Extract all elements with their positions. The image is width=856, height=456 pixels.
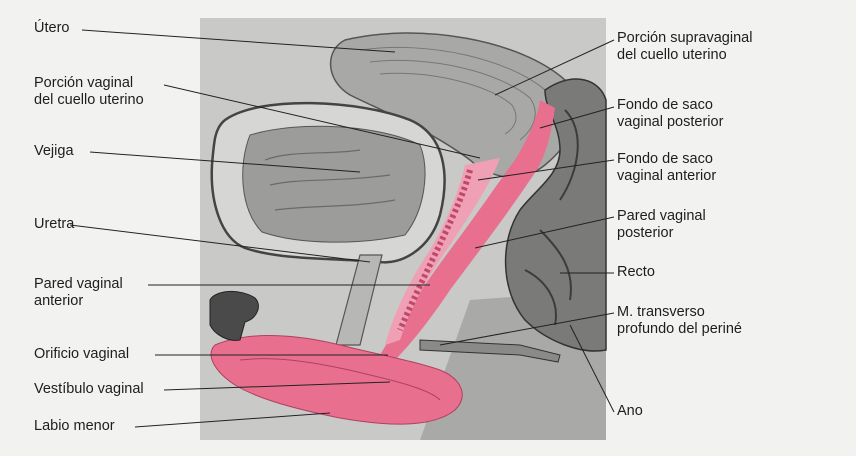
label-porcion-supravaginal: Porción supravaginal del cuello uterino	[617, 30, 752, 64]
label-labio-menor: Labio menor	[34, 418, 115, 435]
label-vejiga: Vejiga	[34, 143, 74, 160]
label-uretra: Uretra	[34, 216, 74, 233]
label-orificio-vaginal: Orificio vaginal	[34, 346, 129, 363]
label-vestibulo-vaginal: Vestíbulo vaginal	[34, 381, 144, 398]
label-pared-vaginal-posterior: Pared vaginal posterior	[617, 208, 706, 242]
label-fondo-saco-posterior: Fondo de saco vaginal posterior	[617, 97, 723, 131]
label-fondo-saco-anterior: Fondo de saco vaginal anterior	[617, 151, 716, 185]
label-porcion-vaginal: Porción vaginal del cuello uterino	[34, 75, 144, 109]
label-ano: Ano	[617, 403, 643, 420]
label-utero: Útero	[34, 20, 69, 37]
label-recto: Recto	[617, 264, 655, 281]
label-pared-vaginal-anterior: Pared vaginal anterior	[34, 276, 123, 310]
bladder-shape	[212, 103, 445, 262]
label-transverso-profundo: M. transverso profundo del periné	[617, 304, 742, 338]
